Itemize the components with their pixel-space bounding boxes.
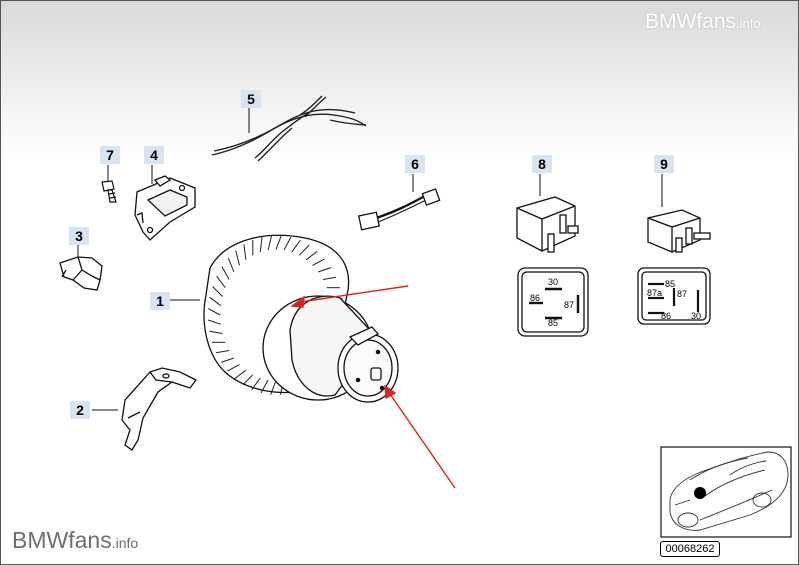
fan-blade xyxy=(298,244,310,256)
fan-blade xyxy=(235,250,240,266)
fan-blade xyxy=(260,379,269,394)
callout-6[interactable]: 6 xyxy=(405,155,425,173)
wiring-harness xyxy=(211,95,367,162)
fan-blade xyxy=(227,257,235,273)
connector-lead xyxy=(357,188,441,231)
relay-9-pin-86: 86 xyxy=(661,311,671,321)
watermark-site: fans xyxy=(696,10,737,33)
relay-8-pin-85: 85 xyxy=(548,318,558,328)
fan-blade xyxy=(251,377,261,390)
diagram-reference-number: 00068262 xyxy=(660,541,720,557)
fan-blade xyxy=(221,357,235,363)
fan-blade xyxy=(209,296,222,307)
callout-1[interactable]: 1 xyxy=(150,292,170,310)
blower-motor xyxy=(203,234,399,403)
watermark-tld: .info xyxy=(736,16,761,31)
watermark-top: BMWfans.info xyxy=(645,10,761,34)
fan-blade xyxy=(207,308,221,316)
watermark-bottom: BMWfans.info xyxy=(12,527,138,554)
relay-8 xyxy=(516,196,589,337)
callout-9[interactable]: 9 xyxy=(654,155,674,173)
watermark-brand: BMW xyxy=(12,527,69,553)
callout-8[interactable]: 8 xyxy=(532,155,552,173)
bracket-part xyxy=(121,367,197,451)
fan-blade xyxy=(242,374,254,386)
watermark-site: fans xyxy=(68,527,112,553)
relay-8-pins xyxy=(529,287,580,320)
relay-9 xyxy=(637,209,711,325)
watermark-brand: BMW xyxy=(645,10,697,33)
fan-blade xyxy=(209,330,223,334)
callout-4[interactable]: 4 xyxy=(144,146,164,164)
relay-9-pin-85: 85 xyxy=(665,279,675,289)
fan-blade xyxy=(283,236,292,251)
fan-blade xyxy=(275,235,282,250)
fan-blade xyxy=(221,266,230,280)
fan-blade xyxy=(267,235,273,251)
fan-blade xyxy=(305,251,318,261)
callout-2[interactable]: 2 xyxy=(70,401,90,419)
fan-blade xyxy=(322,276,337,280)
fan-blade xyxy=(227,364,240,372)
callout-5[interactable]: 5 xyxy=(241,90,261,108)
fan-blade xyxy=(291,240,301,253)
relay-8-pin-30: 30 xyxy=(548,277,558,287)
fan-blade xyxy=(215,350,230,354)
leader-lines xyxy=(77,108,663,411)
relay-9-pins xyxy=(648,282,700,315)
fan-blade xyxy=(259,236,263,253)
relay-8-pin-87: 87 xyxy=(564,300,574,310)
screw-part xyxy=(101,180,117,203)
relay-9-pin-87: 87 xyxy=(677,289,687,299)
callout-3[interactable]: 3 xyxy=(69,227,89,245)
red-arrows xyxy=(290,285,456,489)
watermark-tld: .info xyxy=(111,535,139,551)
relay-8-pin-86: 86 xyxy=(530,293,540,303)
fan-blade xyxy=(317,267,331,273)
fan-blade xyxy=(270,380,277,395)
callout-7[interactable]: 7 xyxy=(100,146,120,164)
resistor-part xyxy=(134,175,196,241)
relay-9-pin-30: 30 xyxy=(691,311,701,321)
fan-blade xyxy=(234,369,247,379)
fan-blade xyxy=(312,258,325,266)
relay-9-pin-87a: 87a xyxy=(647,288,662,298)
clip-part xyxy=(59,256,103,291)
fan-blade xyxy=(207,319,221,325)
fan-blade xyxy=(212,286,223,297)
fan-blade xyxy=(216,275,226,289)
vehicle-inset xyxy=(660,446,792,538)
fan-blade xyxy=(243,244,247,260)
